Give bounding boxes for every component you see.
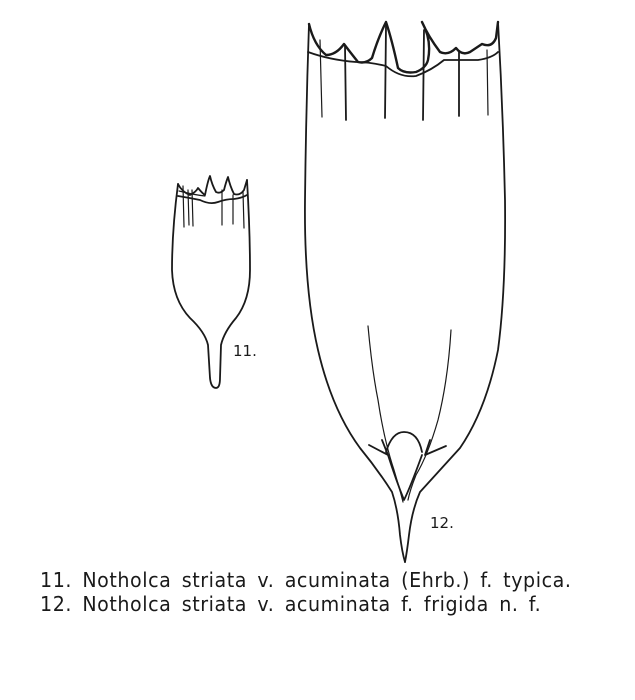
figure-12-caption: 12. Notholca striata v. acuminata f. fri… [40, 592, 542, 616]
figure-11-drawing: 11. [171, 175, 257, 389]
figure-12-drawing: 12. [304, 20, 507, 563]
figure-11-label: 11. [233, 342, 257, 360]
figure-11-caption: 11. Notholca striata v. acuminata (Ehrb.… [40, 568, 572, 592]
figure-12-label: 12. [430, 514, 454, 532]
